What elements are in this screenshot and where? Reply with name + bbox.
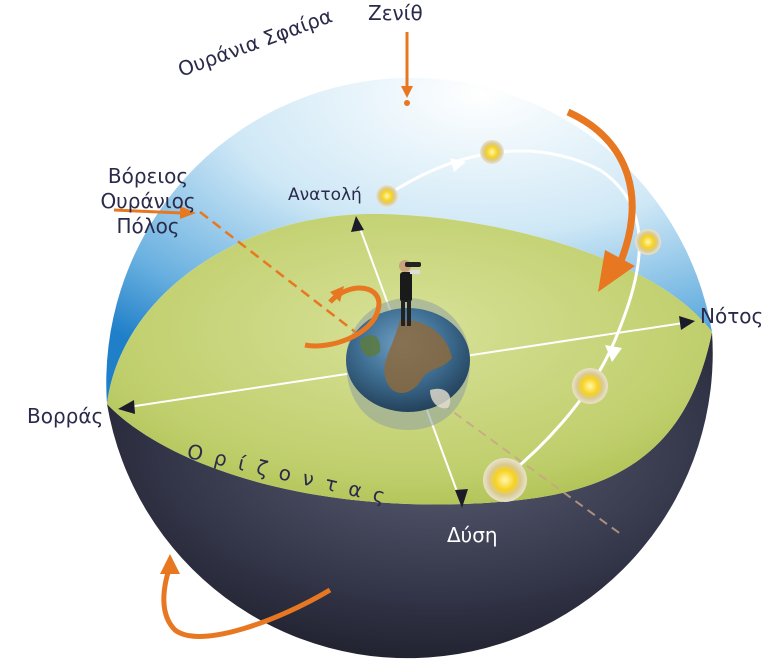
label-zenith: Ζενίθ	[368, 1, 423, 25]
label-north: Βορράς	[27, 404, 104, 428]
arrow-east-head	[351, 216, 364, 232]
zenith-point	[404, 100, 410, 106]
pole-pointer-head	[180, 206, 196, 219]
sky-hemisphere	[106, 77, 713, 405]
label-north-celestial-pole: Βόρειος Ουράνιος Πόλος	[90, 164, 206, 239]
sun-1	[376, 185, 398, 207]
pole-rotation-arrow	[304, 285, 382, 349]
observer-figure	[399, 260, 421, 326]
sky-rotation-arrow	[566, 108, 636, 270]
label-north-pole-line3: Πόλος	[116, 214, 180, 238]
label-west: Δύση	[447, 523, 498, 547]
sun-positions	[376, 140, 661, 502]
label-north-pole-line1: Βόρειος	[107, 164, 189, 188]
label-north-pole-line2: Ουράνιος	[100, 189, 196, 213]
celestial-axis-upper	[199, 211, 373, 346]
sun-5	[483, 458, 527, 502]
zenith-pointer-head	[401, 86, 413, 98]
earth-globe	[346, 298, 470, 430]
pole-pointer	[113, 208, 183, 215]
arrow-south-head	[679, 316, 695, 330]
sun-4	[572, 368, 608, 404]
sun-2	[480, 140, 504, 164]
lower-rotation-arrow	[161, 565, 332, 639]
pole-rotation-arrowhead	[330, 286, 344, 302]
sun-path-arrow-2	[605, 345, 622, 362]
sky-rotation-arrowhead	[598, 250, 635, 292]
sun-path-arrow-1	[450, 158, 466, 172]
arrow-west-head	[455, 489, 468, 508]
celestial-axis-lower	[429, 394, 623, 536]
label-south: Νότος	[700, 304, 764, 328]
label-east: Ανατολή	[288, 185, 362, 205]
sun-3	[635, 229, 661, 255]
lower-hemisphere	[107, 332, 713, 659]
lower-rotation-arrowhead	[160, 554, 180, 574]
arrow-north-head	[118, 400, 135, 414]
